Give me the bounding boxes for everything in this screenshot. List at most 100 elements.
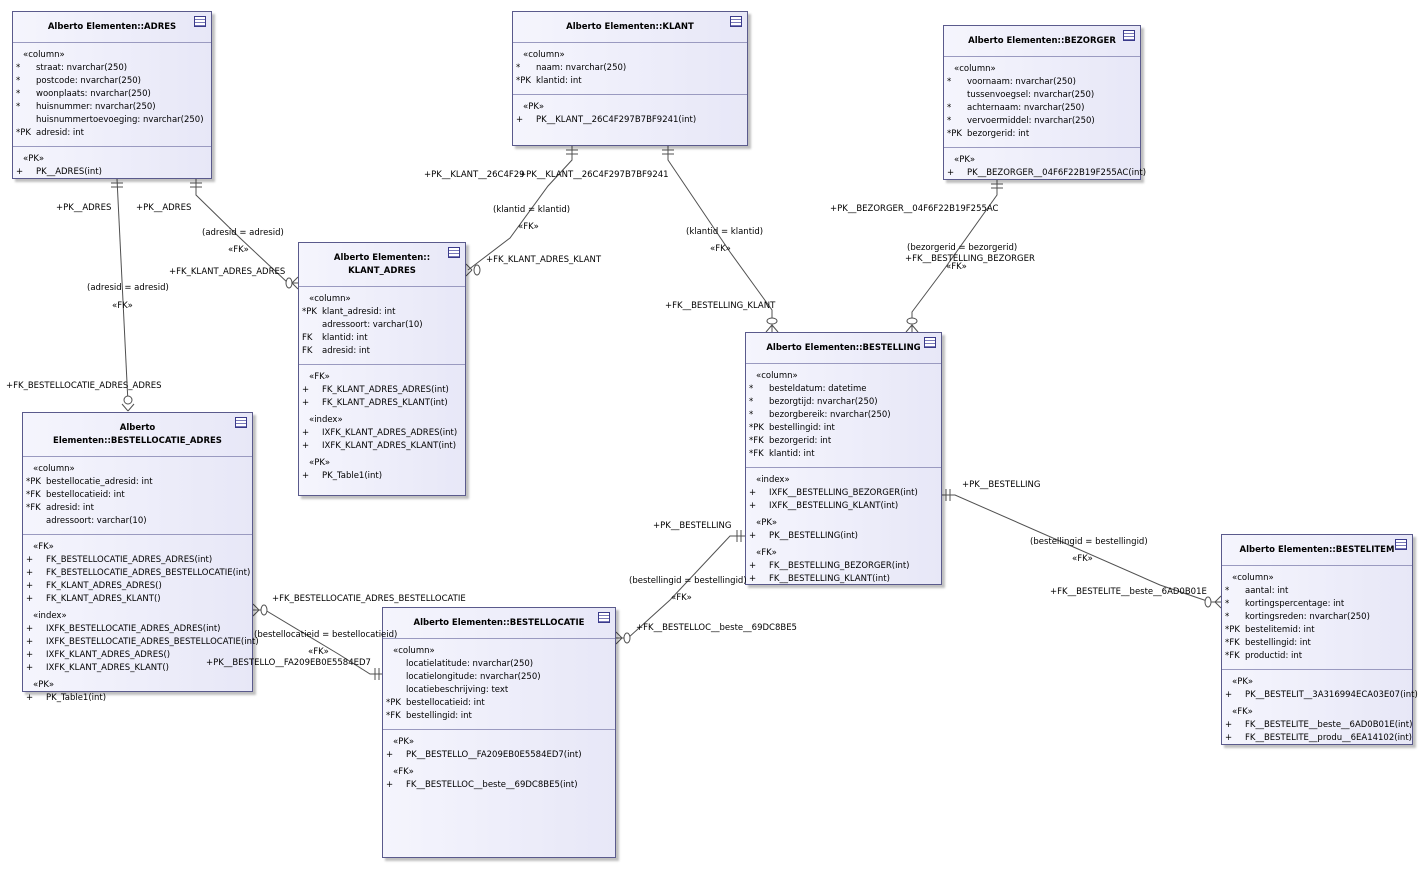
table-row[interactable]: *naam: nvarchar(250) (513, 62, 747, 75)
table-row[interactable]: +PK__KLANT__26C4F297B7BF9241(int) (513, 114, 747, 127)
table-icon (924, 337, 936, 348)
stereotype-label: «PK» (33, 680, 55, 690)
table-row[interactable]: *aantal: int (1222, 585, 1412, 598)
table-title: Alberto Elementen::ADRES (13, 12, 211, 43)
table-section: «column»*voornaam: nvarchar(250)tussenvo… (944, 57, 1140, 148)
table-klant[interactable]: Alberto Elementen::KLANT«column»*naam: n… (512, 11, 748, 146)
table-row[interactable]: +PK__BESTELLO__FA209EB0E5584ED7(int) (383, 749, 615, 762)
table-row[interactable]: +IXFK__BESTELLING_KLANT(int) (746, 500, 941, 513)
table-row[interactable]: +FK__BESTELLING_KLANT(int) (746, 573, 941, 586)
table-row[interactable]: +PK_Table1(int) (23, 692, 252, 705)
column-text: bestellocatie_adresid: int (46, 477, 153, 487)
table-row[interactable]: *straat: nvarchar(250) (13, 62, 211, 75)
table-row[interactable]: +PK__BESTELIT__3A316994ECA03E07(int) (1222, 689, 1418, 702)
table-row[interactable]: *bezorgbereik: nvarchar(250) (746, 409, 941, 422)
table-row[interactable]: adressoort: varchar(10) (299, 319, 465, 332)
table-row[interactable]: *achternaam: nvarchar(250) (944, 102, 1140, 115)
table-row[interactable]: +FK__BESTELLOC__beste__69DC8BE5(int) (383, 779, 615, 792)
table-row[interactable]: +IXFK_KLANT_ADRES_KLANT() (23, 662, 252, 675)
table-row[interactable]: huisnummertoevoeging: nvarchar(250) (13, 114, 211, 127)
table-row[interactable]: *kortingsreden: nvarchar(250) (1222, 611, 1412, 624)
column-marker: + (516, 115, 524, 125)
table-row[interactable]: +IXFK_KLANT_ADRES_KLANT(int) (299, 440, 465, 453)
table-row[interactable]: +FK_BESTELLOCATIE_ADRES_BESTELLOCATIE(in… (23, 567, 252, 580)
table-klant-adres[interactable]: Alberto Elementen::KLANT_ADRES«column»*P… (298, 242, 466, 496)
column-text: postcode: nvarchar(250) (36, 76, 141, 86)
table-row[interactable]: +IXFK_BESTELLOCATIE_ADRES_ADRES(int) (23, 623, 252, 636)
table-row[interactable]: +IXFK__BESTELLING_BEZORGER(int) (746, 487, 941, 500)
table-title: Alberto Elementen::BEZORGER (944, 26, 1140, 57)
table-row[interactable]: tussenvoegsel: nvarchar(250) (944, 89, 1140, 102)
table-row[interactable]: +FK_BESTELLOCATIE_ADRES_ADRES(int) (23, 554, 252, 567)
table-row[interactable]: +FK__BESTELITE__produ__6EA14102(int) (1222, 732, 1412, 745)
table-row[interactable]: +FK__BESTELITE__beste__6AD0B01E(int) (1222, 719, 1412, 732)
table-bestelitem[interactable]: Alberto Elementen::BESTELITEM«column»*aa… (1221, 534, 1418, 745)
table-row[interactable]: *voornaam: nvarchar(250) (944, 76, 1140, 89)
table-adres[interactable]: Alberto Elementen::ADRES«column»*straat:… (12, 11, 212, 179)
table-row[interactable]: +IXFK_KLANT_ADRES_ADRES() (23, 649, 252, 662)
column-marker: * (749, 397, 754, 407)
column-text: tussenvoegsel: nvarchar(250) (967, 90, 1095, 100)
table-row[interactable]: locatiebeschrijving: text (383, 684, 615, 697)
table-row[interactable]: +PK__ADRES(int) (13, 166, 211, 179)
table-row[interactable]: adressoort: varchar(10) (23, 515, 252, 528)
table-row[interactable]: *huisnummer: nvarchar(250) (13, 101, 211, 114)
table-bestellocatie-adres[interactable]: Alberto Elementen::BESTELLOCATIE_ADRES«c… (22, 412, 259, 703)
table-row[interactable]: *bezorgtijd: nvarchar(250) (746, 396, 941, 409)
column-marker: + (749, 501, 757, 511)
table-row[interactable]: +PK__BESTELLING(int) (746, 530, 941, 543)
table-row[interactable]: +FK_KLANT_ADRES_ADRES() (23, 580, 252, 593)
column-text: besteldatum: datetime (769, 384, 867, 394)
join-condition-label: (bestellingid = bestellingid) (629, 576, 747, 586)
table-row[interactable]: *vervoermiddel: nvarchar(250) (944, 115, 1140, 128)
table-section: «PK»+PK__ADRES(int) (13, 147, 211, 185)
connector-adres-bestellocatie-adres[interactable] (116, 178, 129, 404)
table-row[interactable]: *postcode: nvarchar(250) (13, 75, 211, 88)
table-row[interactable]: +IXFK_BESTELLOCATIE_ADRES_BESTELLOCATIE(… (23, 636, 259, 649)
table-row[interactable]: *woonplaats: nvarchar(250) (13, 88, 211, 101)
connector-klant-bestelling[interactable] (667, 146, 773, 332)
table-row[interactable]: +FK_KLANT_ADRES_ADRES(int) (299, 384, 465, 397)
table-row[interactable]: +PK__BEZORGER__04F6F22B19F255AC(int) (944, 167, 1146, 180)
connector-bestelling-bestelitem[interactable] (942, 494, 1221, 603)
table-row[interactable]: *kortingspercentage: int (1222, 598, 1412, 611)
table-row[interactable]: +FK__BESTELLING_BEZORGER(int) (746, 560, 941, 573)
column-marker: + (386, 750, 394, 760)
table-bestelling[interactable]: Alberto Elementen::BESTELLING«column»*be… (745, 332, 942, 585)
table-row[interactable]: +PK_Table1(int) (299, 470, 465, 483)
role-label: +PK__BEZORGER__04F6F22B19F255AC (830, 204, 999, 214)
table-row[interactable]: *besteldatum: datetime (746, 383, 941, 396)
stereotype-label: «FK» (309, 372, 330, 382)
role-label: +PK__BESTELLING (653, 521, 732, 531)
table-row[interactable]: locatielongitude: nvarchar(250) (383, 671, 615, 684)
table-bezorger[interactable]: Alberto Elementen::BEZORGER«column»*voor… (943, 25, 1146, 180)
table-row[interactable]: +FK_KLANT_ADRES_KLANT(int) (299, 397, 465, 410)
table-bestellocatie[interactable]: Alberto Elementen::BESTELLOCATIE«column»… (382, 607, 616, 858)
table-row[interactable]: +FK_KLANT_ADRES_KLANT() (23, 593, 252, 606)
column-text: bestelitemid: int (1245, 625, 1315, 635)
role-label: +PK__KLANT__26C4F29 (424, 170, 525, 180)
table-row[interactable]: locatielatitude: nvarchar(250) (383, 658, 615, 671)
stereotype-label: «PK» (954, 155, 976, 165)
column-marker: *PK (302, 307, 317, 317)
table-row[interactable]: +IXFK_KLANT_ADRES_ADRES(int) (299, 427, 465, 440)
stereotype-label: «index» (309, 415, 343, 425)
connector-klant-klant-adres[interactable] (467, 146, 573, 271)
